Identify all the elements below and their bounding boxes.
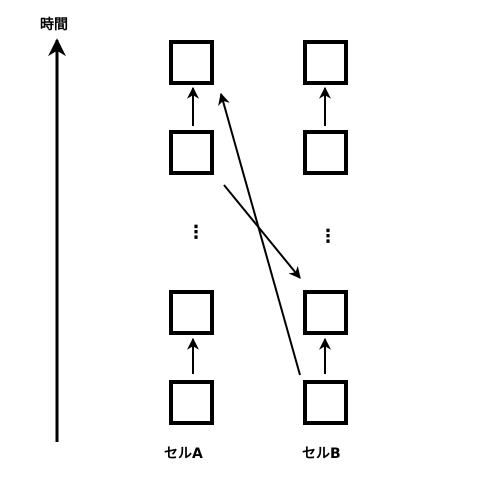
time-axis-label: 時間 — [40, 17, 68, 33]
cellB-box-lower — [303, 290, 348, 335]
cellB-box-top — [303, 40, 348, 85]
cellB-ellipsis: ⋮ — [319, 226, 337, 247]
cellB-box-upper — [303, 130, 348, 175]
cellA-box-upper — [169, 130, 214, 175]
cellA-box-bottom — [169, 380, 214, 425]
cellB-box-bottom — [303, 380, 348, 425]
cellA-label: セルA — [164, 446, 203, 462]
cross-arrow-B-to-A — [218, 92, 301, 376]
cellA-ellipsis: ⋮ — [187, 222, 205, 243]
cellA-box-lower — [169, 290, 214, 335]
cross-arrow-A-to-B — [223, 184, 301, 279]
cellB-label: セルB — [302, 446, 341, 462]
cellA-box-top — [169, 40, 214, 85]
